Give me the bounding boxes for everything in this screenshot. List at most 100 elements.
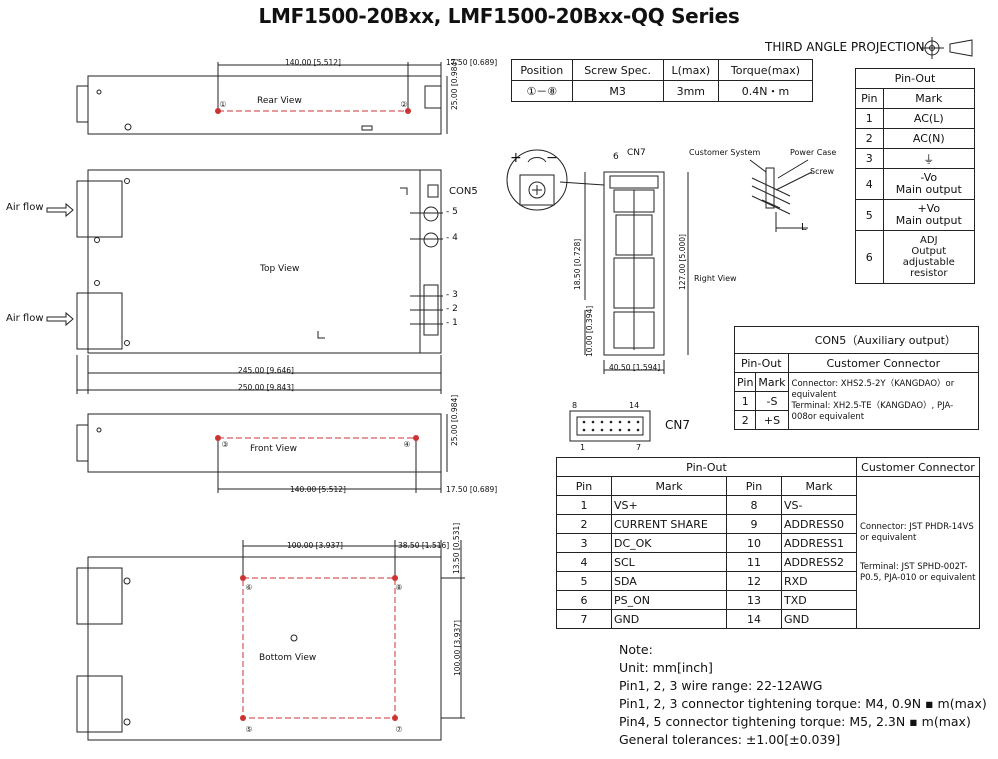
pin-number: 1 (556, 495, 612, 515)
screw-header-length: L(max) (662, 59, 719, 81)
pin-mark: ADDRESS2 (781, 552, 857, 572)
right-view-body (603, 171, 665, 356)
pin-number: 2 (556, 514, 612, 534)
dim-17-top: 17.50 [0.689] (446, 58, 498, 67)
pin-number: 5 (556, 571, 612, 591)
note-line: Pin1, 2, 3 connector tightening torque: … (619, 696, 987, 711)
pin-number: 3 (855, 148, 884, 169)
rotation-detail-icon (506, 149, 568, 211)
cn7-terminal-text: Terminal: JST SPHD-002T-P0.5, PJA-010 or… (860, 561, 976, 583)
cn7-label: CN7 (665, 418, 690, 432)
screw-spec-table: Position Screw Spec. L(max) Torque(max) … (511, 59, 814, 102)
pin-mark: AC(L) (882, 108, 976, 129)
pin-mark: PS_ON (611, 590, 727, 610)
main-pinout-title: Pin-Out (855, 68, 975, 89)
pin-number: 1 (855, 108, 884, 129)
svg-text:④: ④ (403, 440, 410, 449)
dim-38: 38.50 [1.516] (398, 541, 450, 550)
svg-text:②: ② (400, 100, 407, 109)
dim-127: 127.00 [5.000] (678, 234, 687, 290)
pin-number: 1 (733, 391, 757, 411)
pin-number: 4 (855, 168, 884, 200)
con5-table-title: CON5（Auxiliary output） (734, 326, 979, 354)
note-line: Pin1, 2, 3 wire range: 22-12AWG (619, 678, 823, 693)
right-view-pin6-label: 6 (613, 152, 619, 162)
note-line: Note: (619, 642, 653, 657)
pin-number: 10 (726, 533, 782, 553)
front-view-label: Front View (250, 444, 297, 454)
cn7-connector-icon (569, 410, 651, 442)
pin-mark: GND (611, 609, 727, 629)
cn7-pin7-label: 7 (636, 443, 642, 452)
pin-number: 6 (556, 590, 612, 610)
airflow-label-top: Air flow (6, 202, 44, 213)
dim-140-front: 140.00 [5.512] (290, 485, 346, 494)
cn7-header-pin: Pin (726, 476, 782, 496)
note-line: General tolerances: ±1.00[±0.039] (619, 732, 841, 747)
dim-25-rear: 25.00 [0.984] (450, 58, 459, 110)
dim-100-vertical: 100.00 [3.937] (453, 620, 462, 676)
pin-number: 13 (726, 590, 782, 610)
pin-number: 2 (733, 410, 757, 430)
pin-number: 11 (726, 552, 782, 572)
pin-mark: RXD (781, 571, 857, 591)
customer-system-label: Customer System (689, 148, 761, 157)
main-pinout-header-pin: Pin (855, 88, 884, 109)
terminal-label-2: - 2 (446, 304, 458, 314)
screw-header-torque: Torque(max) (717, 59, 814, 81)
screw-length: 3mm (662, 80, 719, 102)
ground-icon: ⏚ (882, 148, 976, 169)
dim-18: 18.50 [0.728] (573, 238, 582, 290)
airflow-label-bottom: Air flow (6, 313, 44, 324)
svg-text:⑥: ⑥ (245, 583, 252, 592)
pin-mark: +S (755, 410, 789, 430)
dim-25-front: 25.00 [0.984] (450, 394, 459, 446)
cn7-pin8-label: 8 (572, 401, 578, 410)
screw-label: Screw (810, 167, 835, 176)
cn7-connector-text: Connector: JST PHDR-14VS or equivalent (860, 521, 974, 543)
projection-label: THIRD ANGLE PROJECTION (765, 40, 925, 54)
pin-mark: -Vo Main output (882, 168, 976, 200)
terminal-label-3: - 3 (446, 290, 458, 300)
pin-mark: VS- (781, 495, 857, 515)
con5-header-mark: Mark (755, 372, 789, 392)
pin-number: 7 (556, 609, 612, 629)
pin-mark: DC_OK (611, 533, 727, 553)
con5-label: CON5 (449, 186, 478, 197)
pin-number: 4 (556, 552, 612, 572)
pin-mark: SDA (611, 571, 727, 591)
cn7-pinout-table: Pin-Out Customer Connector Pin Mark Pin … (556, 457, 980, 629)
pin-number: 3 (556, 533, 612, 553)
svg-text:①: ① (219, 100, 226, 109)
pin-mark: GND (781, 609, 857, 629)
screw-spec: M3 (571, 80, 664, 102)
pin-mark: AC(N) (882, 128, 976, 149)
dim-17-front: 17.50 [0.689] (446, 485, 498, 494)
svg-text:③: ③ (221, 440, 228, 449)
con5-header-pin: Pin (733, 372, 757, 392)
pin-number: 14 (726, 609, 782, 629)
screw-torque: 0.4N・m (717, 80, 814, 102)
pin-number: 8 (726, 495, 782, 515)
pin-mark: CURRENT SHARE (611, 514, 727, 534)
power-case-label: Power Case (790, 148, 837, 157)
dim-100-bottom: 100.00 [3.937] (287, 541, 343, 550)
front-view-body (87, 413, 442, 473)
terminal-label-5: - 5 (446, 207, 458, 217)
notes-block: Note: Unit: mm[inch] Pin1, 2, 3 wire ran… (619, 641, 987, 749)
pin-mark: TXD (781, 590, 857, 610)
bottom-view-label: Bottom View (259, 653, 317, 663)
screw-position: ①－⑧ (511, 80, 573, 102)
con5-terminal-text: Terminal: XH2.5-TE（KANGDAO）, PJA-008or e… (791, 401, 954, 422)
terminal-label-1: - 1 (446, 318, 458, 328)
page-title: LMF1500-20Bxx, LMF1500-20Bxx-QQ Series (258, 4, 740, 28)
pin-mark: VS+ (611, 495, 727, 515)
pin-number: 9 (726, 514, 782, 534)
cn7-pinout-title: Pin-Out (556, 457, 857, 477)
dim-13: 13.50 [0.531] (452, 522, 461, 574)
cn7-right-label: CN7 (627, 148, 646, 158)
svg-text:⑤: ⑤ (245, 725, 252, 734)
pin-mark: SCL (611, 552, 727, 572)
